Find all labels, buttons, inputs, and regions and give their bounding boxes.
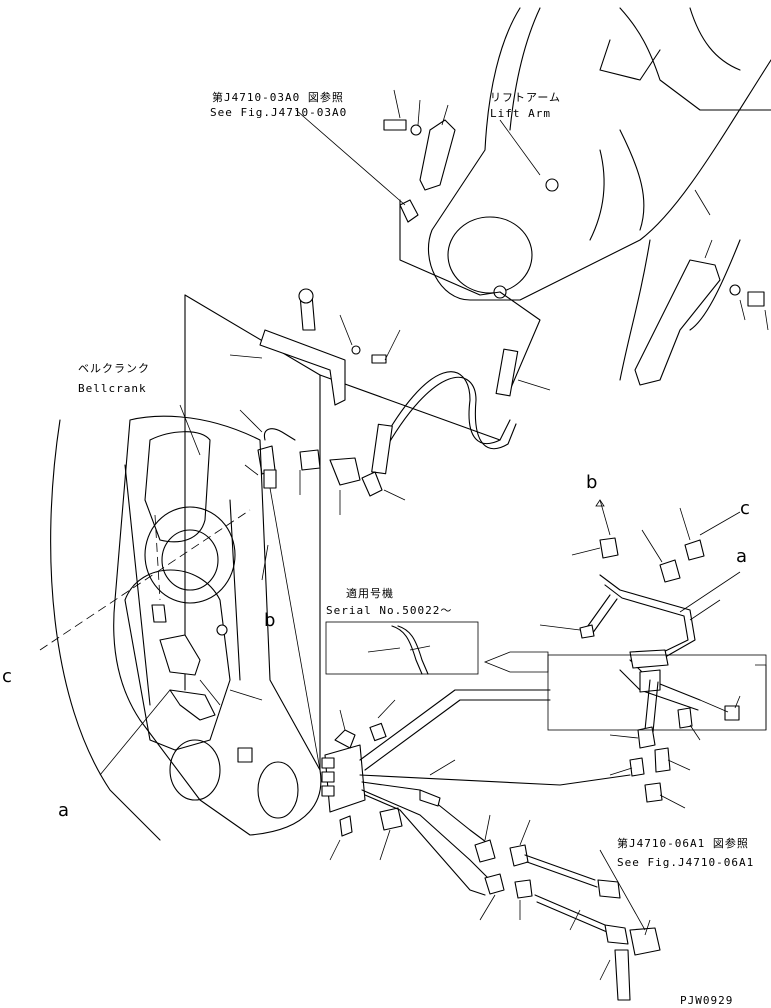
top-ref-leader xyxy=(295,109,406,206)
callout-b-right: b xyxy=(586,472,597,493)
callout-c-left: c xyxy=(2,666,12,687)
callout-a-right: a xyxy=(736,546,747,567)
lift-arm-en-label: Lift Arm xyxy=(490,107,551,120)
arrow-a-left xyxy=(99,689,171,776)
upper-hose-assembly xyxy=(184,199,551,771)
serial-title-jp: 適用号機 xyxy=(346,586,394,600)
callout-b-left: b xyxy=(264,610,275,631)
bellcrank xyxy=(50,415,322,841)
callout-a-left: a xyxy=(58,800,69,821)
clamp-right xyxy=(634,189,769,386)
bellcrank-jp-label: ベルクランク xyxy=(78,362,150,375)
lift-arm-leader xyxy=(499,119,541,176)
callout-c-right: c xyxy=(740,498,750,519)
top-ref-en: See Fig.J4710-03A0 xyxy=(210,106,347,119)
bellcrank-leader xyxy=(179,404,201,456)
arrow-c-leader xyxy=(699,511,741,536)
lift-arm-jp-label: リフトアーム xyxy=(490,91,561,104)
detail-box-bracket xyxy=(755,664,767,730)
arrow-b-leader xyxy=(599,499,611,536)
bottom-ref-leader xyxy=(599,849,646,931)
arrow-b-left xyxy=(261,544,269,581)
dashed-line-c xyxy=(39,509,251,651)
top-ref-jp: 第J4710-03A0 図参照 xyxy=(212,90,344,104)
right-pipe-assembly xyxy=(539,507,741,809)
bellcrank-en-label: Bellcrank xyxy=(78,382,147,395)
bottom-ref-en: See Fig.J4710-06A1 xyxy=(617,856,754,869)
clamp-upper xyxy=(383,89,456,223)
bottom-ref-jp: 第J4710-06A1 図参照 xyxy=(617,836,749,850)
lift-arm xyxy=(427,7,771,381)
serial-number: Serial No.50022～ xyxy=(326,604,452,617)
lower-pipes xyxy=(359,689,661,1001)
dashed-line-b xyxy=(154,514,161,601)
serial-detail-box xyxy=(325,621,549,675)
drawing-number: PJW0929 xyxy=(680,994,733,1007)
valve-block xyxy=(321,699,403,861)
arrow-b-head xyxy=(595,499,605,507)
arrow-a-leader xyxy=(679,571,741,613)
